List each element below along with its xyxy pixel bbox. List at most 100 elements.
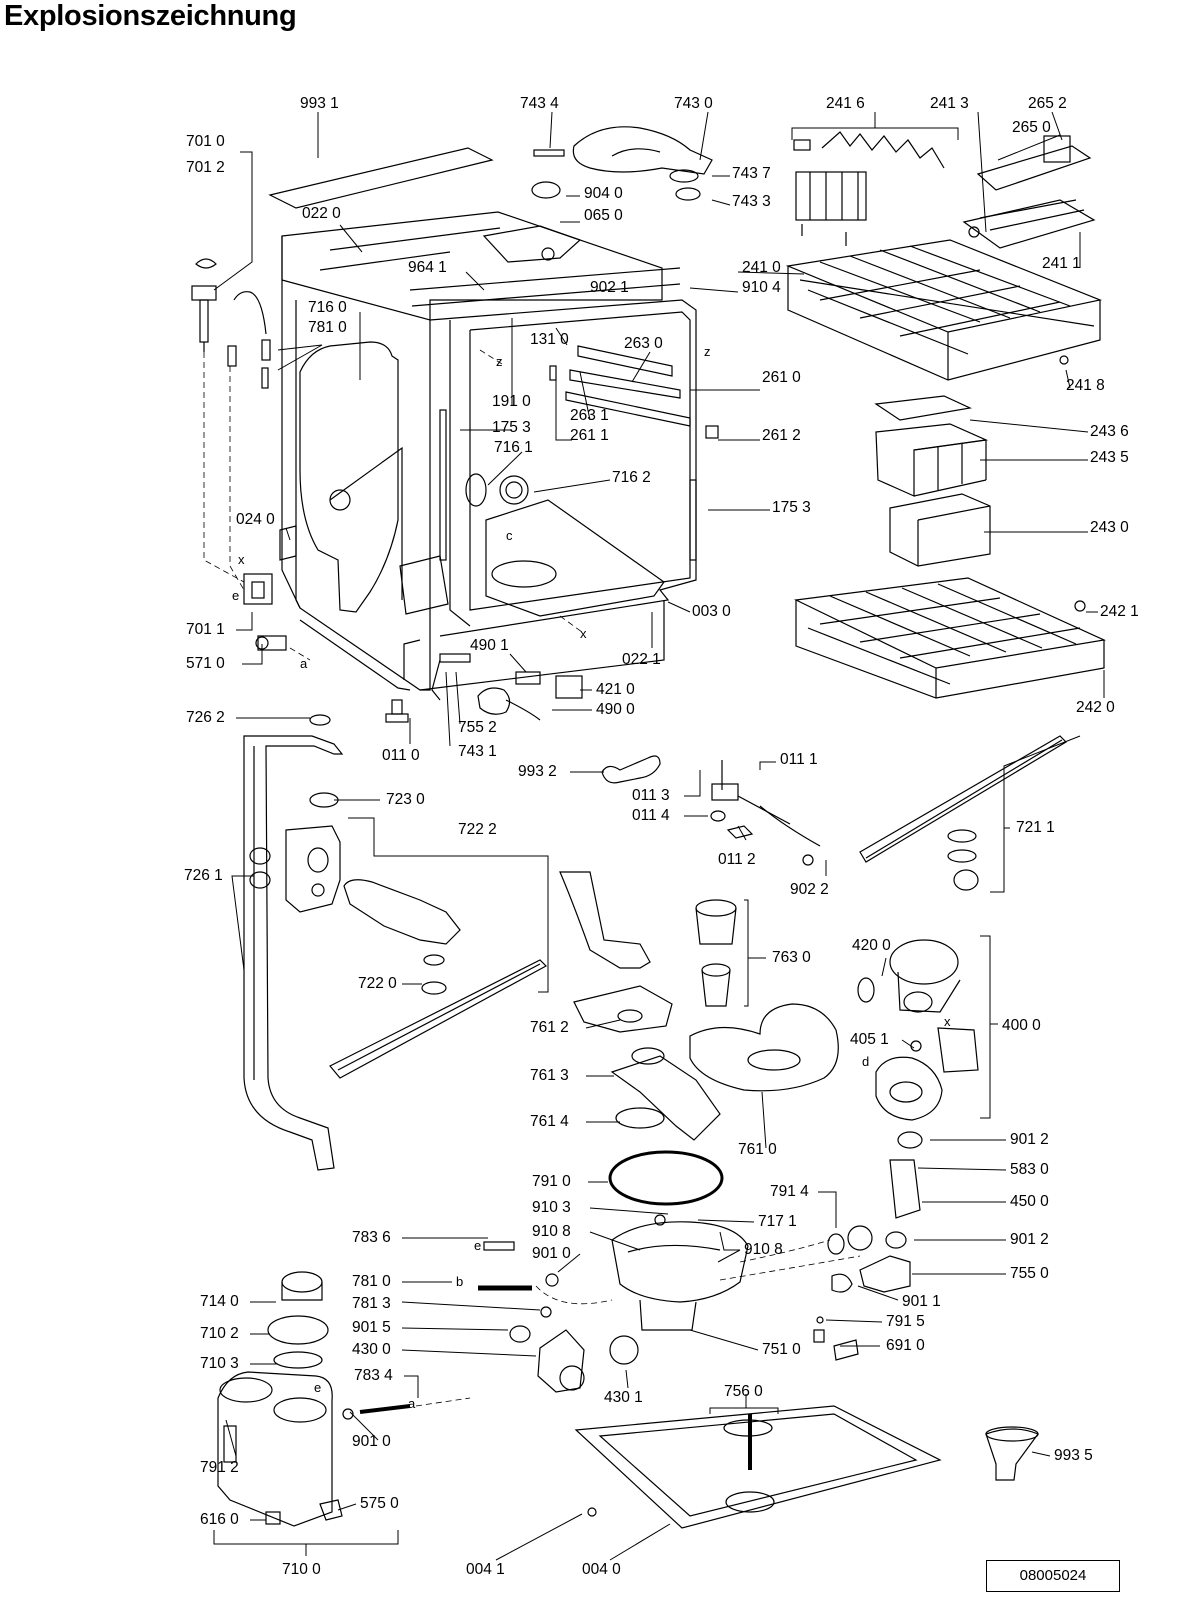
part-label: 910 4	[742, 279, 781, 296]
part-label: 901 2	[1010, 1131, 1049, 1148]
part-label: 263 0	[624, 335, 663, 352]
part-label: 191 0	[492, 393, 531, 410]
part-label: 791 4	[770, 1183, 809, 1200]
part-label: 450 0	[1010, 1193, 1049, 1210]
part-label: 490 1	[470, 637, 509, 654]
part-label: 261 2	[762, 427, 801, 444]
part-label: 710 2	[200, 1325, 239, 1342]
document-number: 08005024	[986, 1560, 1120, 1592]
part-label: 701 1	[186, 621, 225, 638]
part-label: 755 2	[458, 719, 497, 736]
part-label: 716 2	[612, 469, 651, 486]
ref-letter: x	[580, 626, 587, 641]
part-label: 265 0	[1012, 119, 1051, 136]
part-label: 022 0	[302, 205, 341, 222]
part-label: 405 1	[850, 1031, 889, 1048]
part-label: 003 0	[692, 603, 731, 620]
part-label: 571 0	[186, 655, 225, 672]
part-label: 022 1	[622, 651, 661, 668]
part-label: 131 0	[530, 331, 569, 348]
part-label: 430 1	[604, 1389, 643, 1406]
part-label: 783 4	[354, 1367, 393, 1384]
part-label: 400 0	[1002, 1017, 1041, 1034]
sump-and-base-parts	[217, 1131, 1039, 1529]
part-label: 263 1	[570, 407, 609, 424]
part-label: 722 2	[458, 821, 497, 838]
part-label: 583 0	[1010, 1161, 1049, 1178]
part-label: 265 2	[1028, 95, 1067, 112]
ref-letter: e	[314, 1380, 322, 1395]
part-label: 743 7	[732, 165, 771, 182]
part-label: 904 0	[584, 185, 623, 202]
part-label: 011 3	[632, 787, 670, 804]
part-label: 242 1	[1100, 603, 1139, 620]
part-label: 430 0	[352, 1341, 391, 1358]
part-label: 901 2	[1010, 1231, 1049, 1248]
part-label: 011 2	[718, 851, 756, 868]
part-label: 241 3	[930, 95, 969, 112]
part-label: 716 0	[308, 299, 347, 316]
part-label: 011 4	[632, 807, 670, 824]
part-label: 901 1	[902, 1293, 941, 1310]
ref-letter: z	[496, 354, 503, 369]
ref-letter: a	[408, 1396, 416, 1411]
part-label: 761 3	[530, 1067, 569, 1084]
part-label: 781 0	[308, 319, 347, 336]
part-label: 902 1	[590, 279, 629, 296]
part-label: 901 5	[352, 1319, 391, 1336]
part-label: 902 2	[790, 881, 829, 898]
part-label: 743 4	[520, 95, 559, 112]
part-label: 721 1	[1016, 819, 1055, 836]
part-label: 241 8	[1066, 377, 1105, 394]
part-label: 964 1	[408, 259, 447, 276]
part-label: 717 1	[758, 1213, 797, 1230]
part-label: 910 8	[532, 1223, 571, 1240]
part-label: 701 0	[186, 133, 225, 150]
part-label: 241 6	[826, 95, 865, 112]
part-label: 783 6	[352, 1229, 391, 1246]
part-label: 755 0	[1010, 1265, 1049, 1282]
spray-arm-and-sump-parts	[243, 714, 1067, 1171]
ref-letter: b	[456, 1274, 464, 1289]
part-label: 761 0	[738, 1141, 777, 1158]
part-label: 616 0	[200, 1511, 239, 1528]
ref-letter: c	[506, 528, 513, 543]
part-label: 791 2	[200, 1459, 239, 1476]
part-label: 726 1	[184, 867, 223, 884]
part-label: 751 0	[762, 1341, 801, 1358]
part-label: 011 0	[382, 747, 420, 764]
basket-parts	[785, 131, 1107, 699]
part-label: 763 0	[772, 949, 811, 966]
part-label: 993 1	[300, 95, 339, 112]
ref-letter: e	[232, 588, 240, 603]
part-label: 993 5	[1054, 1447, 1093, 1464]
part-label: 701 2	[186, 159, 225, 176]
part-label: 791 0	[532, 1173, 571, 1190]
part-label: 743 1	[458, 743, 497, 760]
part-label: 575 0	[360, 1495, 399, 1512]
part-label: 243 6	[1090, 423, 1129, 440]
ref-letter: d	[862, 1054, 870, 1069]
part-label: 175 3	[772, 499, 811, 516]
part-label: 761 2	[530, 1019, 569, 1036]
part-label: 065 0	[584, 207, 623, 224]
part-label: 242 0	[1076, 699, 1115, 716]
part-label: 241 1	[1042, 255, 1081, 272]
part-label: 756 0	[724, 1383, 763, 1400]
part-label: 261 0	[762, 369, 801, 386]
part-label: 743 0	[674, 95, 713, 112]
part-label: 004 0	[582, 1561, 621, 1578]
part-label: 723 0	[386, 791, 425, 808]
cabinet-tub-parts	[191, 126, 719, 723]
part-label: 901 0	[352, 1433, 391, 1450]
part-label: 691 0	[886, 1337, 925, 1354]
part-label: 791 5	[886, 1313, 925, 1330]
ref-letter: e	[474, 1238, 482, 1253]
part-label: 781 3	[352, 1295, 391, 1312]
part-label: 743 3	[732, 193, 771, 210]
part-label: 420 0	[852, 937, 891, 954]
part-label: 761 4	[530, 1113, 569, 1130]
part-label: 243 0	[1090, 519, 1129, 536]
dashed-connection-lines	[203, 349, 861, 1407]
